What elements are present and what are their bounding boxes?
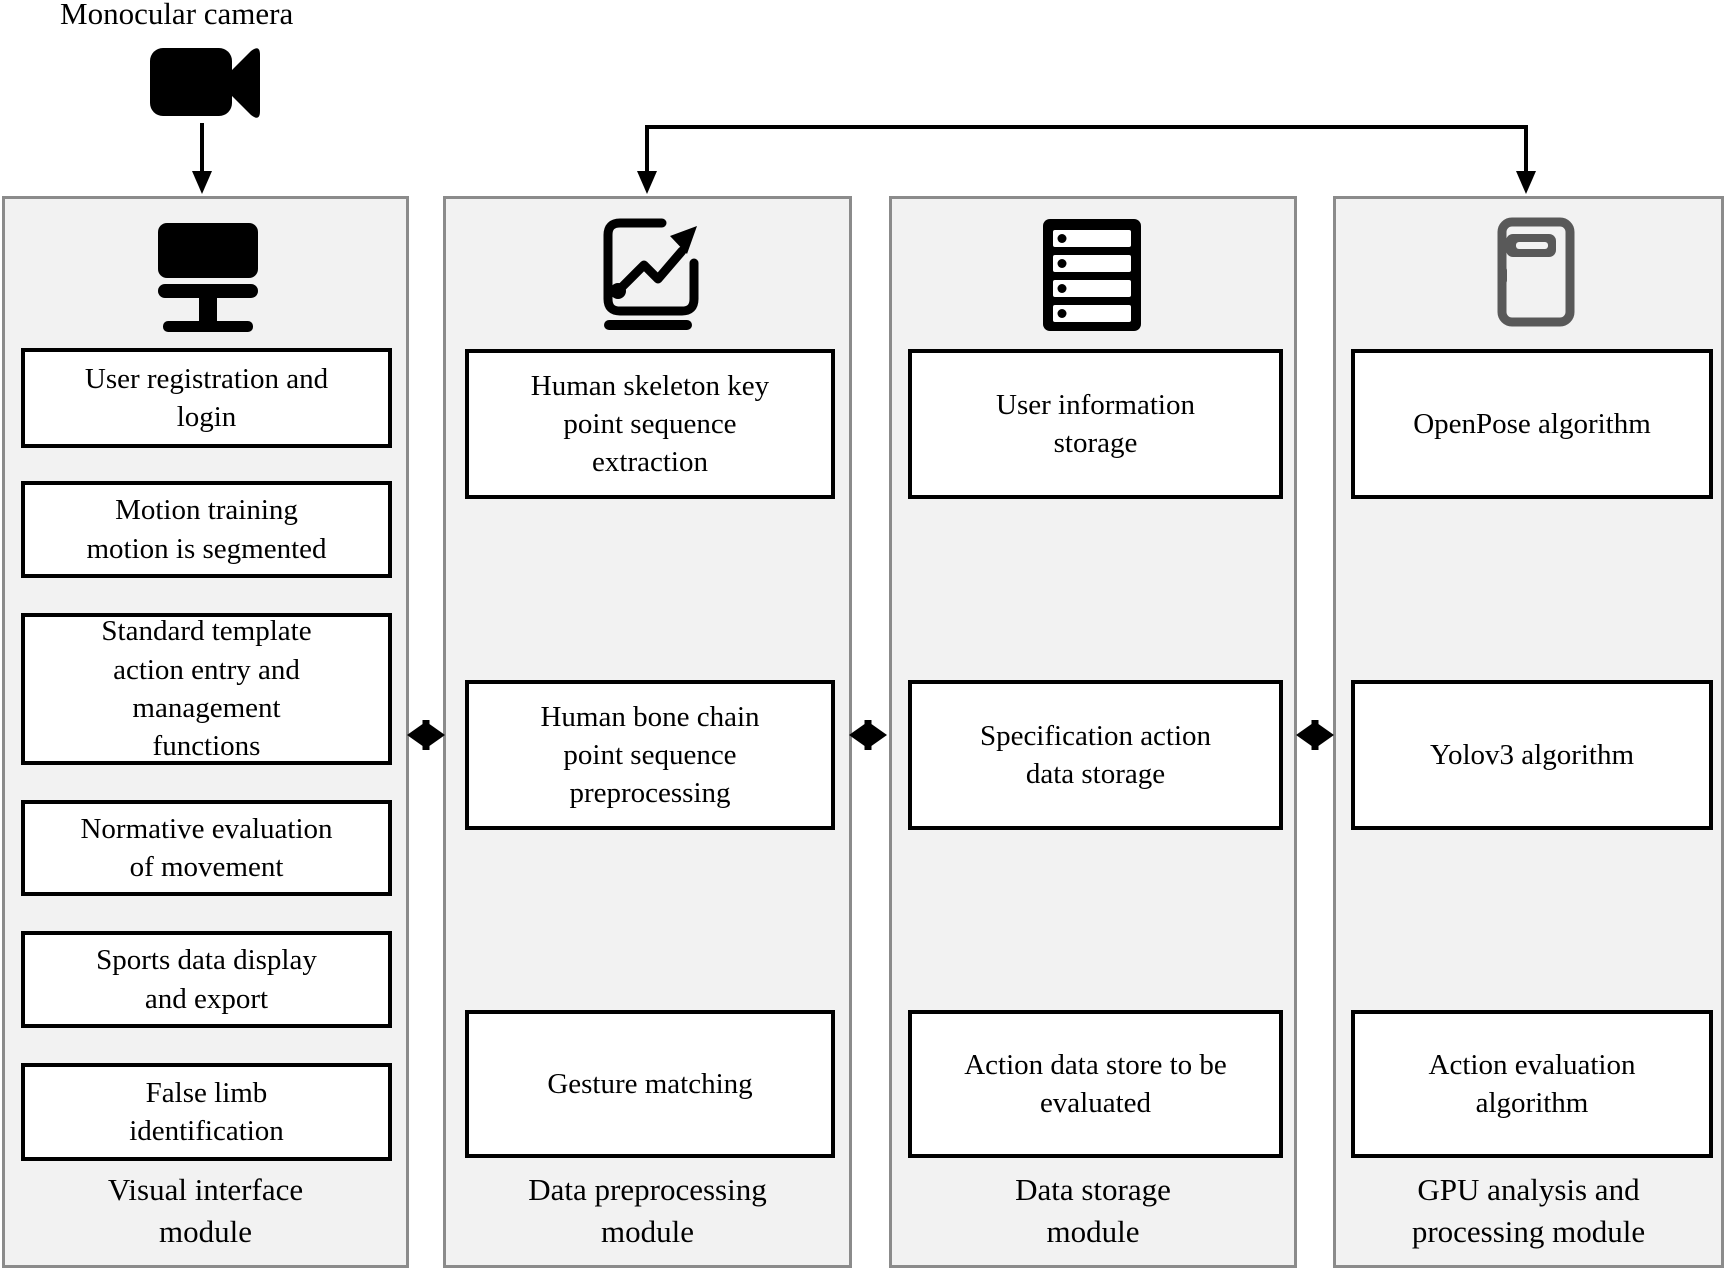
diamond-connector-1 bbox=[407, 720, 445, 750]
box-false-limb-identification: False limb identification bbox=[21, 1063, 392, 1161]
module-label-visual-interface: Visual interface module bbox=[107, 1172, 304, 1250]
monocular-camera-label: Monocular camera bbox=[60, 0, 294, 31]
line-chart-screen-icon bbox=[596, 213, 706, 336]
diamond-connector-3 bbox=[1296, 720, 1334, 750]
video-camera-icon bbox=[148, 44, 263, 127]
gpu-tower-icon bbox=[1496, 217, 1576, 332]
box-yolov3-algorithm: Yolov3 algorithm bbox=[1351, 680, 1713, 830]
box-user-information-storage: User information storage bbox=[908, 349, 1283, 499]
top-branch-arrow bbox=[637, 125, 1536, 194]
diamond-connector-2 bbox=[849, 720, 887, 750]
box-skeleton-keypoint-extraction: Human skeleton key point sequence extrac… bbox=[465, 349, 835, 499]
module-data-preprocessing: Human skeleton key point sequence extrac… bbox=[443, 196, 852, 1268]
module-gpu-analysis: OpenPose algorithm Yolov3 algorithm Acti… bbox=[1333, 196, 1724, 1268]
module-data-storage: User information storage Specification a… bbox=[889, 196, 1297, 1268]
box-action-evaluation-algorithm: Action evaluation algorithm bbox=[1351, 1010, 1713, 1158]
module-label-data-preprocessing: Data preprocessing module bbox=[528, 1172, 767, 1250]
module-label-gpu-analysis: GPU analysis and processing module bbox=[1411, 1172, 1646, 1250]
box-gesture-matching: Gesture matching bbox=[465, 1010, 835, 1158]
desktop-monitor-icon bbox=[158, 223, 258, 338]
box-normative-evaluation: Normative evaluation of movement bbox=[21, 800, 392, 896]
module-visual-interface: User registration and login Motion train… bbox=[2, 196, 409, 1268]
box-openpose-algorithm: OpenPose algorithm bbox=[1351, 349, 1713, 499]
box-bone-chain-preprocessing: Human bone chain point sequence preproce… bbox=[465, 680, 835, 830]
box-specification-action-storage: Specification action data storage bbox=[908, 680, 1283, 830]
box-motion-training-segmented: Motion training motion is segmented bbox=[21, 481, 392, 578]
box-standard-template-management: Standard template action entry and manag… bbox=[21, 613, 392, 765]
box-action-data-to-evaluate: Action data store to be evaluated bbox=[908, 1010, 1283, 1158]
box-user-registration-login: User registration and login bbox=[21, 348, 392, 448]
server-stack-icon bbox=[1043, 219, 1141, 336]
module-label-data-storage: Data storage module bbox=[1015, 1172, 1171, 1250]
camera-to-module-arrow bbox=[192, 123, 212, 194]
box-sports-data-display: Sports data display and export bbox=[21, 931, 392, 1028]
